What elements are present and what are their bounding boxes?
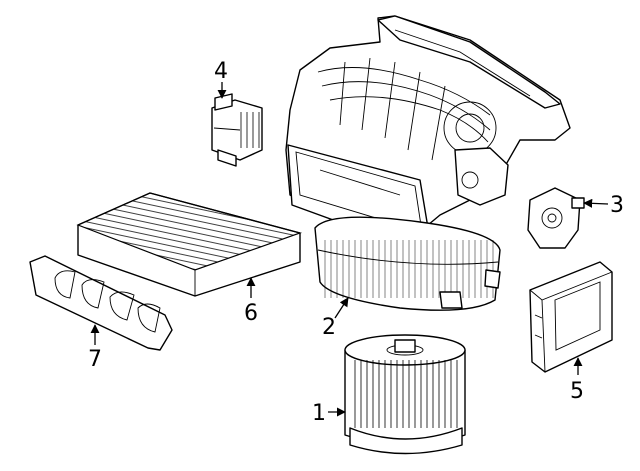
callout-7: 7: [88, 347, 102, 372]
air-mix-actuator: [527, 187, 585, 249]
callout-2: 2: [322, 315, 336, 340]
callout-6: 6: [244, 301, 258, 326]
control-module: [529, 261, 613, 373]
cabin-air-filter: [76, 192, 303, 297]
leader-2: [334, 297, 349, 319]
blower-motor: [344, 334, 466, 455]
blower-housing-assembly: [285, 15, 571, 311]
blower-resistor: [211, 93, 263, 167]
filter-frame: [29, 255, 173, 351]
callout-1: 1: [312, 401, 326, 426]
callout-4: 4: [214, 59, 228, 84]
callout-3: 3: [610, 193, 624, 218]
leader-3: [583, 198, 609, 208]
callout-leaders: [90, 82, 609, 417]
callout-5: 5: [570, 379, 584, 404]
